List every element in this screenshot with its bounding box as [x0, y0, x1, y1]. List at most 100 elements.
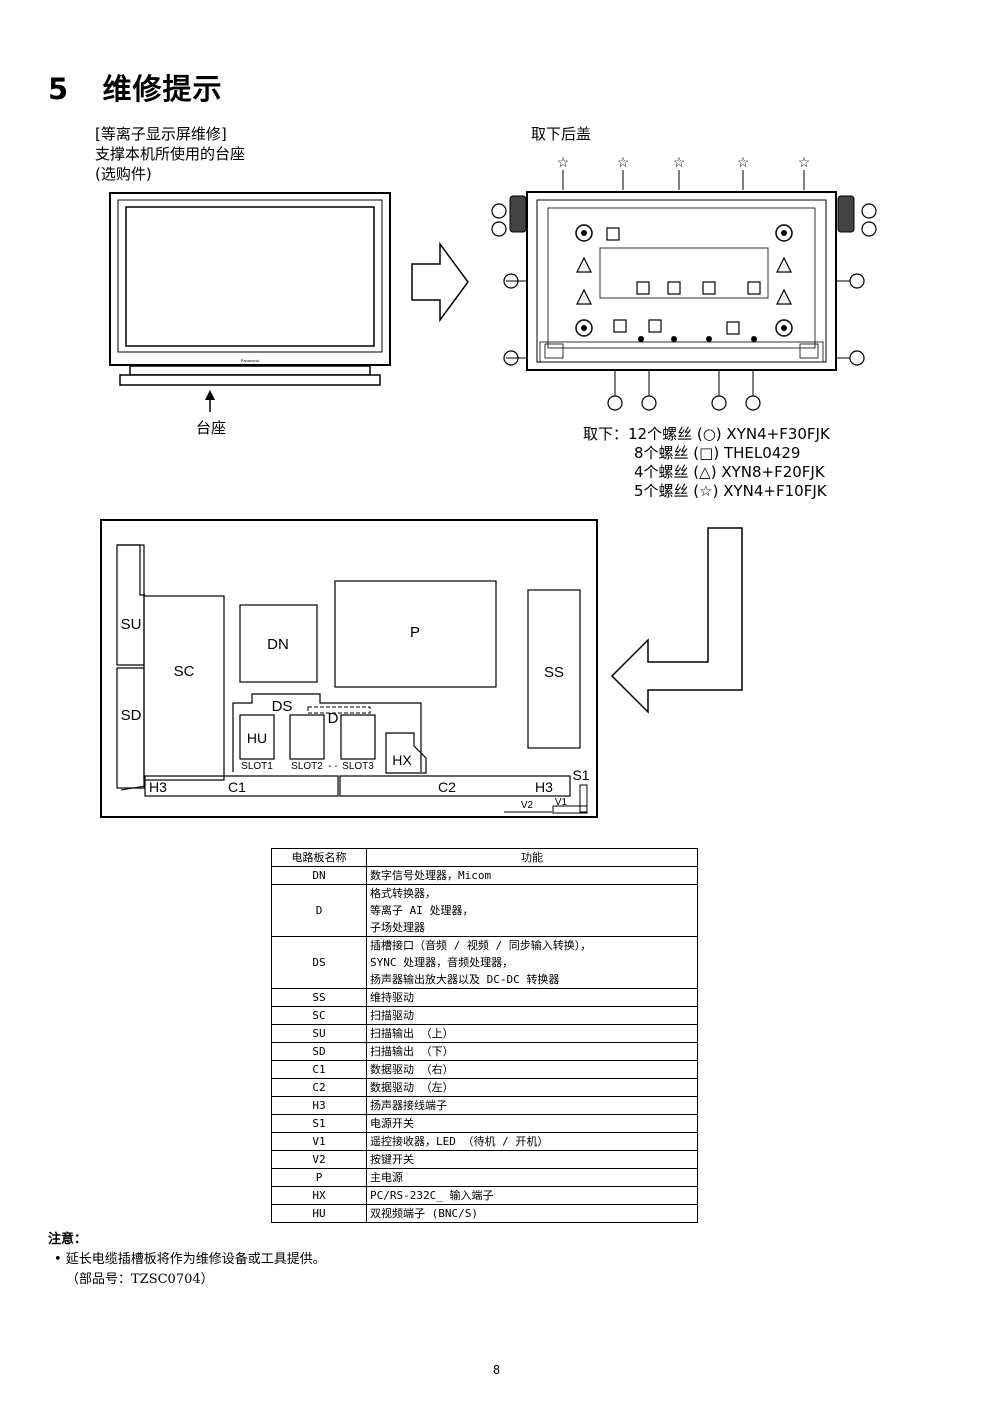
slot2-label: SLOT2 — [291, 761, 323, 772]
board-label-su: SU — [121, 616, 142, 633]
board-label-c1: C1 — [228, 779, 246, 795]
board-function: 遥控接收器，LED （待机 / 开机） — [366, 1132, 698, 1151]
board-function: 扫描输出 （下） — [366, 1042, 698, 1061]
circle-screw-icon — [745, 395, 761, 411]
note-line: • 延长电缆插槽板将作为维修设备或工具提供。 — [54, 1252, 326, 1267]
board-label-sc: SC — [174, 663, 195, 680]
board-name: P — [271, 1168, 367, 1187]
star-screw-icon: ☆ — [673, 154, 686, 170]
board-label-sd: SD — [121, 707, 142, 724]
circle-screw-icon — [861, 221, 877, 237]
triangle-screw-icon — [776, 288, 792, 305]
column-header: 功能 — [366, 848, 698, 867]
board-name: HU — [271, 1204, 367, 1223]
note-block: 注意： • 延长电缆插槽板将作为维修设备或工具提供。 （部品号：TZSC0704… — [48, 1230, 326, 1290]
square-screw-icon — [606, 227, 620, 241]
board-name: S1 — [271, 1114, 367, 1133]
board-name: V1 — [271, 1132, 367, 1151]
board-function: 插槽接口（音频 / 视频 / 同步输入转换），SYNC 处理器，音频处理器，扬声… — [366, 936, 698, 989]
board-function: 主电源 — [366, 1168, 698, 1187]
triangle-screw-icon — [776, 256, 792, 273]
board-label-d: D — [328, 710, 339, 727]
square-screw-icon — [636, 281, 650, 295]
arrow-right-icon — [411, 241, 469, 323]
caption-line: [等离子显示屏维修] — [95, 125, 227, 143]
square-screw-icon — [613, 319, 627, 333]
section-title: 5 维修提示 — [48, 66, 223, 108]
square-screw-icon — [747, 281, 761, 295]
board-function: 扬声器接线端子 — [366, 1096, 698, 1115]
column-header: 电路板名称 — [271, 848, 367, 867]
star-screw-icon: ☆ — [557, 154, 570, 170]
circle-screw-icon — [711, 395, 727, 411]
board-label-s1: S1 — [572, 767, 589, 783]
slot1-label: SLOT1 — [241, 761, 273, 772]
board-name: H3 — [271, 1096, 367, 1115]
star-screw-icon: ☆ — [798, 154, 811, 170]
board-name: DS — [271, 936, 367, 989]
circle-screw-icon — [849, 350, 865, 366]
board-name: DN — [271, 866, 367, 885]
board-label-hu: HU — [247, 730, 267, 746]
slot-dash: - - — [328, 761, 337, 772]
board-label-ss: SS — [544, 664, 564, 681]
note-part-number: （部品号：TZSC0704） — [66, 1272, 214, 1287]
section-number: 5 — [48, 72, 70, 106]
arrow-l-shape-icon — [610, 527, 743, 714]
square-screw-icon — [726, 321, 740, 335]
note-title: 注意： — [48, 1232, 88, 1247]
circle-screw-icon — [491, 203, 507, 219]
board-label-p: P — [410, 624, 420, 641]
board-name: C1 — [271, 1060, 367, 1079]
service-diagrams: Panasonic ☆ ☆ ☆ ☆ ☆ — [100, 154, 877, 818]
section-heading: 维修提示 — [102, 72, 223, 106]
arrow-up-icon — [205, 390, 215, 412]
circle-screw-icon — [641, 395, 657, 411]
triangle-screw-icon — [576, 288, 592, 305]
board-function: PC/RS-232C_ 输入端子 — [366, 1186, 698, 1205]
board-function: 按键开关 — [366, 1150, 698, 1169]
table-header-row: 电路板名称 功能 — [271, 848, 698, 867]
board-function: 数据驱动 （右） — [366, 1060, 698, 1079]
star-screw-icon: ☆ — [617, 154, 630, 170]
board-label-dn: DN — [267, 636, 289, 653]
board-function: 数字信号处理器，Micom — [366, 866, 698, 885]
board-function: 格式转换器，等离子 AI 处理器，子场处理器 — [366, 884, 698, 937]
board-label-ds: DS — [272, 698, 293, 715]
page-number: 8 — [492, 1363, 501, 1377]
board-name: SU — [271, 1024, 367, 1043]
board-label-h3-right: H3 — [535, 779, 553, 795]
board-label-hx: HX — [392, 752, 412, 768]
rear-cover-illustration: ☆ ☆ ☆ ☆ ☆ — [491, 154, 877, 411]
tv-caption: [等离子显示屏维修] 支撑本机所使用的台座 (选购件) — [95, 124, 245, 184]
caption-line: 支撑本机所使用的台座 — [95, 145, 246, 163]
star-screw-icon: ☆ — [737, 154, 750, 170]
square-screw-icon — [702, 281, 716, 295]
board-function: 电源开关 — [366, 1114, 698, 1133]
slot3-label: SLOT3 — [342, 761, 374, 772]
square-screw-icon — [648, 319, 662, 333]
board-name: D — [271, 884, 367, 937]
board-function: 双视频端子 (BNC/S) — [366, 1204, 698, 1223]
board-function: 扫描输出 （上） — [366, 1024, 698, 1043]
board-name: SD — [271, 1042, 367, 1061]
board-label-v1: V1 — [555, 797, 568, 808]
board-function: 扫描驱动 — [366, 1006, 698, 1025]
screw-line: 8个螺丝 (□) THEL0429 — [634, 444, 801, 462]
circle-screw-icon — [861, 203, 877, 219]
board-name: C2 — [271, 1078, 367, 1097]
screw-line: 5个螺丝 (☆) XYN4+F10FJK — [634, 482, 827, 500]
screw-line: 12个螺丝 (○) XYN4+F30FJK — [628, 425, 830, 443]
board-label-c2: C2 — [438, 779, 456, 795]
